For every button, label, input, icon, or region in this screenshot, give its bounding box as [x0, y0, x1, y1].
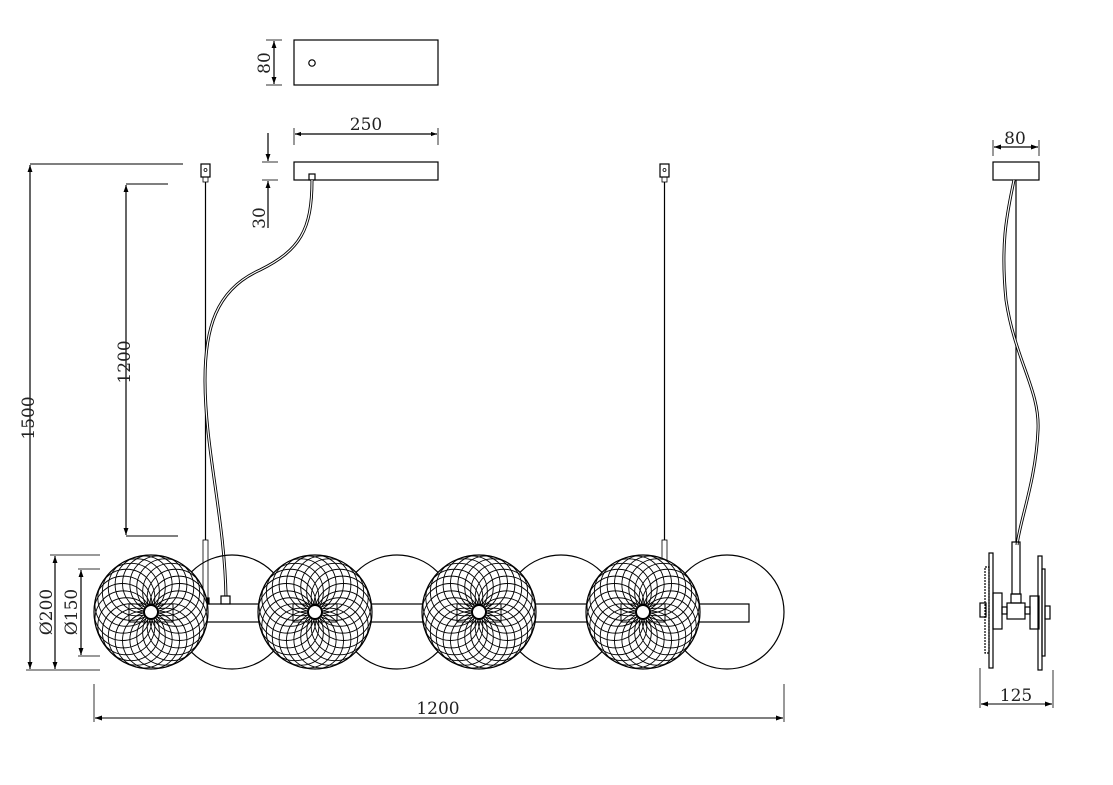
- spirograph-ring: [474, 568, 533, 627]
- spirograph-ring: [634, 562, 693, 621]
- side-socket-top: [1010, 593, 1022, 604]
- front-view-lamp: [93, 163, 785, 670]
- patterned-shades: [93, 554, 701, 670]
- side-canopy-width-label: 80: [1004, 129, 1026, 149]
- canopy-front-view: 250 30: [250, 115, 439, 229]
- side-holder-left: [992, 592, 1003, 630]
- side-arm-left: [1001, 606, 1008, 615]
- cable-length-label: 1200: [115, 340, 135, 383]
- total-length-label: 1200: [416, 699, 459, 719]
- spirograph-ring: [638, 568, 697, 627]
- side-glass-left-inner: [984, 566, 990, 654]
- spirograph-ring: [146, 568, 205, 627]
- canopy-mount-hole: [308, 59, 316, 67]
- suspension-wire-right: [659, 163, 670, 605]
- bulb-socket: [307, 604, 323, 620]
- bulb-socket: [635, 604, 651, 620]
- side-cable-core: [1003, 179, 1039, 546]
- canopy-top-view: 80: [255, 39, 439, 86]
- spirograph-ring: [470, 562, 529, 621]
- spirograph-ring: [300, 558, 359, 617]
- side-view: 80 125: [979, 129, 1054, 708]
- spirograph-ring: [306, 562, 365, 621]
- side-cable: [1002, 179, 1040, 546]
- outer-diameter-label: Ø200: [37, 589, 57, 635]
- side-socket: [1006, 602, 1026, 620]
- spirograph-ring: [142, 562, 201, 621]
- power-cable-core: [204, 179, 313, 599]
- spirograph-ring: [136, 558, 195, 617]
- patterned-glass-shade: [585, 554, 701, 670]
- inner-diameter-label: Ø150: [62, 589, 82, 635]
- bulb-socket: [143, 604, 159, 620]
- side-depth-label: 125: [1000, 686, 1032, 706]
- side-arm-right: [1024, 606, 1031, 615]
- canopy-body: [293, 161, 439, 181]
- canopy-cable-gland: [308, 173, 316, 181]
- power-cable-entry: [220, 595, 231, 605]
- side-stem: [1011, 541, 1021, 595]
- patterned-glass-shade: [93, 554, 209, 670]
- side-glass-left-outer: [988, 552, 994, 669]
- canopy-height-label: 30: [250, 207, 270, 229]
- side-knob-left: [979, 602, 987, 618]
- canopy-top-outline: [293, 39, 439, 86]
- patterned-glass-shade: [257, 554, 373, 670]
- side-knob-right: [1044, 605, 1051, 620]
- spirograph-ring: [464, 558, 523, 617]
- canopy-top-depth-label: 80: [255, 52, 275, 74]
- spirograph-ring: [310, 568, 369, 627]
- spirograph-ring: [628, 558, 687, 617]
- front-view-dimensions: 1500 1200 Ø200 Ø150 1200: [19, 163, 785, 722]
- bulb-socket: [471, 604, 487, 620]
- canopy-length-label: 250: [350, 115, 382, 135]
- side-canopy: [992, 161, 1040, 181]
- patterned-glass-shade: [421, 554, 537, 670]
- side-holder-right: [1029, 595, 1040, 630]
- total-height-label: 1500: [19, 396, 39, 439]
